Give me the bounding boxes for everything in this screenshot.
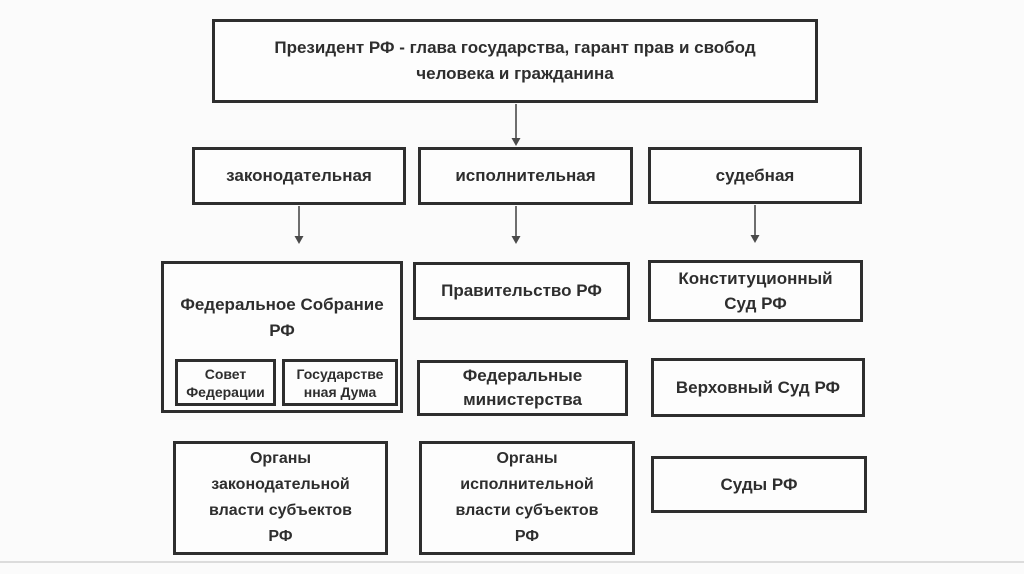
state-duma-label: Государстве нная Дума: [296, 365, 384, 400]
branch-legislative-box: законодательная: [192, 147, 406, 205]
supreme-court-box: Верховный Суд РФ: [651, 358, 865, 417]
federal-assembly-label: Федеральное Собрание РФ: [180, 295, 384, 340]
regional-legislative-box: Органы законодательной власти субъектов …: [173, 441, 388, 555]
arrow-judicial-to-constitutional-icon: [750, 205, 760, 243]
ministries-label: Федеральные министерства: [462, 366, 583, 409]
arrow-president-to-executive-icon: [511, 104, 521, 146]
branch-legislative-label: законодательная: [226, 166, 372, 185]
federation-council-label: Совет Федерации: [186, 365, 265, 400]
courts-box: Суды РФ: [651, 456, 867, 513]
president-box: Президент РФ - глава государства, гарант…: [212, 19, 818, 103]
branch-executive-box: исполнительная: [418, 147, 633, 205]
regional-executive-label: Органы исполнительной власти субъектов Р…: [455, 450, 599, 545]
arrow-executive-to-government-icon: [511, 206, 521, 244]
branch-judicial-box: судебная: [648, 147, 862, 204]
branch-judicial-label: судебная: [715, 165, 795, 185]
ministries-box: Федеральные министерства: [417, 360, 628, 416]
supreme-court-label: Верховный Суд РФ: [675, 377, 841, 397]
federal-assembly-box: Федеральное Собрание РФ Совет Федерации …: [161, 261, 403, 413]
government-label: Правительство РФ: [441, 281, 602, 300]
federation-council-box: Совет Федерации: [175, 359, 276, 406]
government-box: Правительство РФ: [413, 262, 630, 320]
courts-label: Суды РФ: [720, 474, 798, 494]
constitutional-court-label: Конституционный Суд РФ: [678, 269, 833, 313]
president-label: Президент РФ - глава государства, гарант…: [274, 38, 756, 83]
branch-executive-label: исполнительная: [455, 166, 596, 185]
state-duma-box: Государстве нная Дума: [282, 359, 398, 406]
regional-legislative-label: Органы законодательной власти субъектов …: [209, 450, 352, 545]
arrow-legislative-to-assembly-icon: [294, 206, 304, 244]
constitutional-court-box: Конституционный Суд РФ: [648, 260, 863, 322]
regional-executive-box: Органы исполнительной власти субъектов Р…: [419, 441, 635, 555]
slide-edge-divider: [0, 561, 1024, 563]
